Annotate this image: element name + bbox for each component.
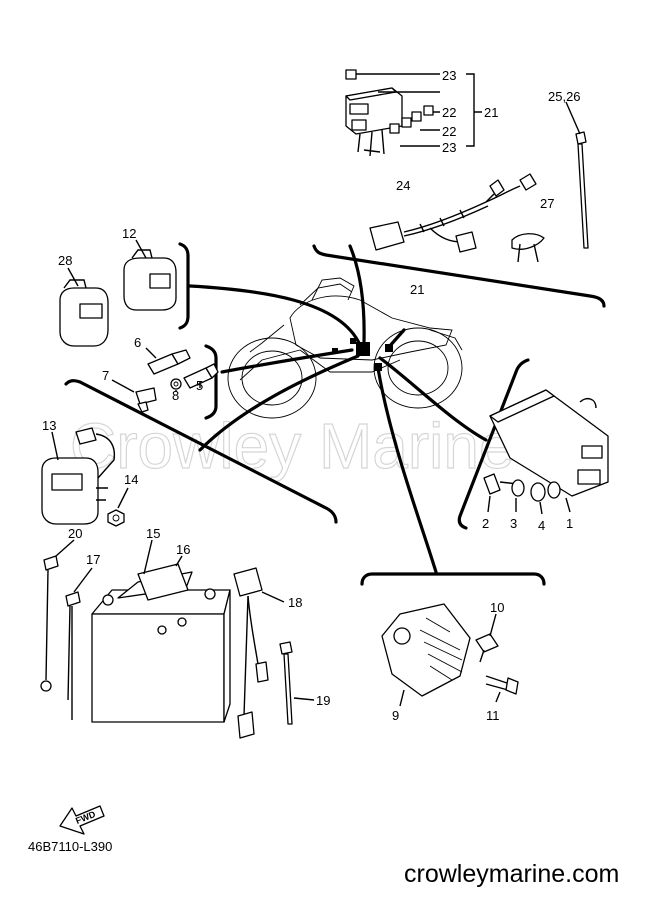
callout-4: 4 [538,518,545,533]
starter-relay-13 [41,427,116,525]
callout-10: 10 [490,600,504,615]
battery-16 [91,571,231,723]
leader-21 [386,328,406,350]
callout-27: 27 [540,196,554,211]
bracket-regulator-group [360,572,546,586]
callout-25-26: 25,26 [548,89,581,104]
bracket-battery-group [64,379,338,524]
callout-20: 20 [68,526,82,541]
regulator-9 [381,603,471,697]
leader-28 [67,267,79,287]
callout-15: 15 [146,526,160,541]
ecu-1 [489,389,609,497]
cable-tie-19 [279,641,293,725]
leader-12 [135,239,147,259]
leader-17-20 [55,539,93,593]
callout-1: 1 [566,516,573,531]
callout-23-top: 23 [442,68,456,83]
leader-relay-group [188,284,362,347]
battery-band-15 [137,563,189,601]
relay-12 [123,249,177,311]
fuse-box [345,69,434,157]
leader-15-16 [143,539,183,575]
ecu-leaders [487,495,571,515]
relay-28 [59,279,109,347]
sensor-18 [233,567,269,739]
callout-9: 9 [392,708,399,723]
callout-21-fuse: 21 [484,105,498,120]
callout-17: 17 [86,552,100,567]
callout-18: 18 [288,595,302,610]
fuse-leaders [356,73,482,147]
cable-tie-25-26 [575,131,589,249]
fasteners-2-3-4 [483,473,561,502]
callout-22-lower: 22 [442,124,456,139]
wire-harness [369,173,537,253]
sensor-5 [183,363,219,389]
leader-25-26 [565,101,581,135]
regulator-leaders [399,613,501,707]
bracket-7 [135,387,157,413]
callout-19: 19 [316,693,330,708]
motorcycle-outline [227,277,463,419]
callout-14: 14 [124,472,138,487]
lead-17 [65,591,81,720]
figure-code: 46B7110-L390 [28,839,112,854]
nut-14 [107,509,125,527]
callout-2: 2 [482,516,489,531]
callout-12: 12 [122,226,136,241]
callout-24: 24 [396,178,410,193]
sensor-6 [147,349,191,375]
bracket-ecu-group [457,358,530,530]
leader-18-19 [261,591,315,701]
clip-27 [511,233,545,263]
leader-battery-group [198,354,360,452]
leader-fuse-group [348,244,366,344]
callout-22-upper: 22 [442,105,456,120]
callout-13: 13 [42,418,56,433]
callout-6: 6 [134,335,141,350]
callout-3: 3 [510,516,517,531]
washer-8 [170,378,182,390]
callouts: 23 22 21 22 23 25,26 24 27 12 28 21 6 7 … [42,68,581,723]
leader-ecu-group [378,356,488,442]
callout-8: 8 [172,388,179,403]
fwd-arrow-icon: FWD [59,805,105,835]
callout-7: 7 [102,368,109,383]
callout-21-center: 21 [410,282,424,297]
leader-sensor-group [220,348,354,374]
sensor-leaders [111,347,201,393]
leader-regulator-group [376,366,438,574]
bracket-fuse-group [312,244,606,308]
bolt-11 [485,675,519,695]
bolt-10 [475,633,499,663]
bracket-relay-group [178,242,190,330]
site-url: crowleymarine.com [404,860,619,888]
callout-28: 28 [58,253,72,268]
callout-5: 5 [196,378,203,393]
junction-pin [332,348,338,354]
lead-20 [40,555,59,692]
callout-11: 11 [486,708,500,723]
bracket-sensor-group [204,344,218,420]
watermark-text: Crowley Marine [70,410,515,482]
leader-13-14 [51,431,129,509]
callout-23-bottom: 23 [442,140,456,155]
callout-16: 16 [176,542,190,557]
junction-block-small [350,338,356,344]
